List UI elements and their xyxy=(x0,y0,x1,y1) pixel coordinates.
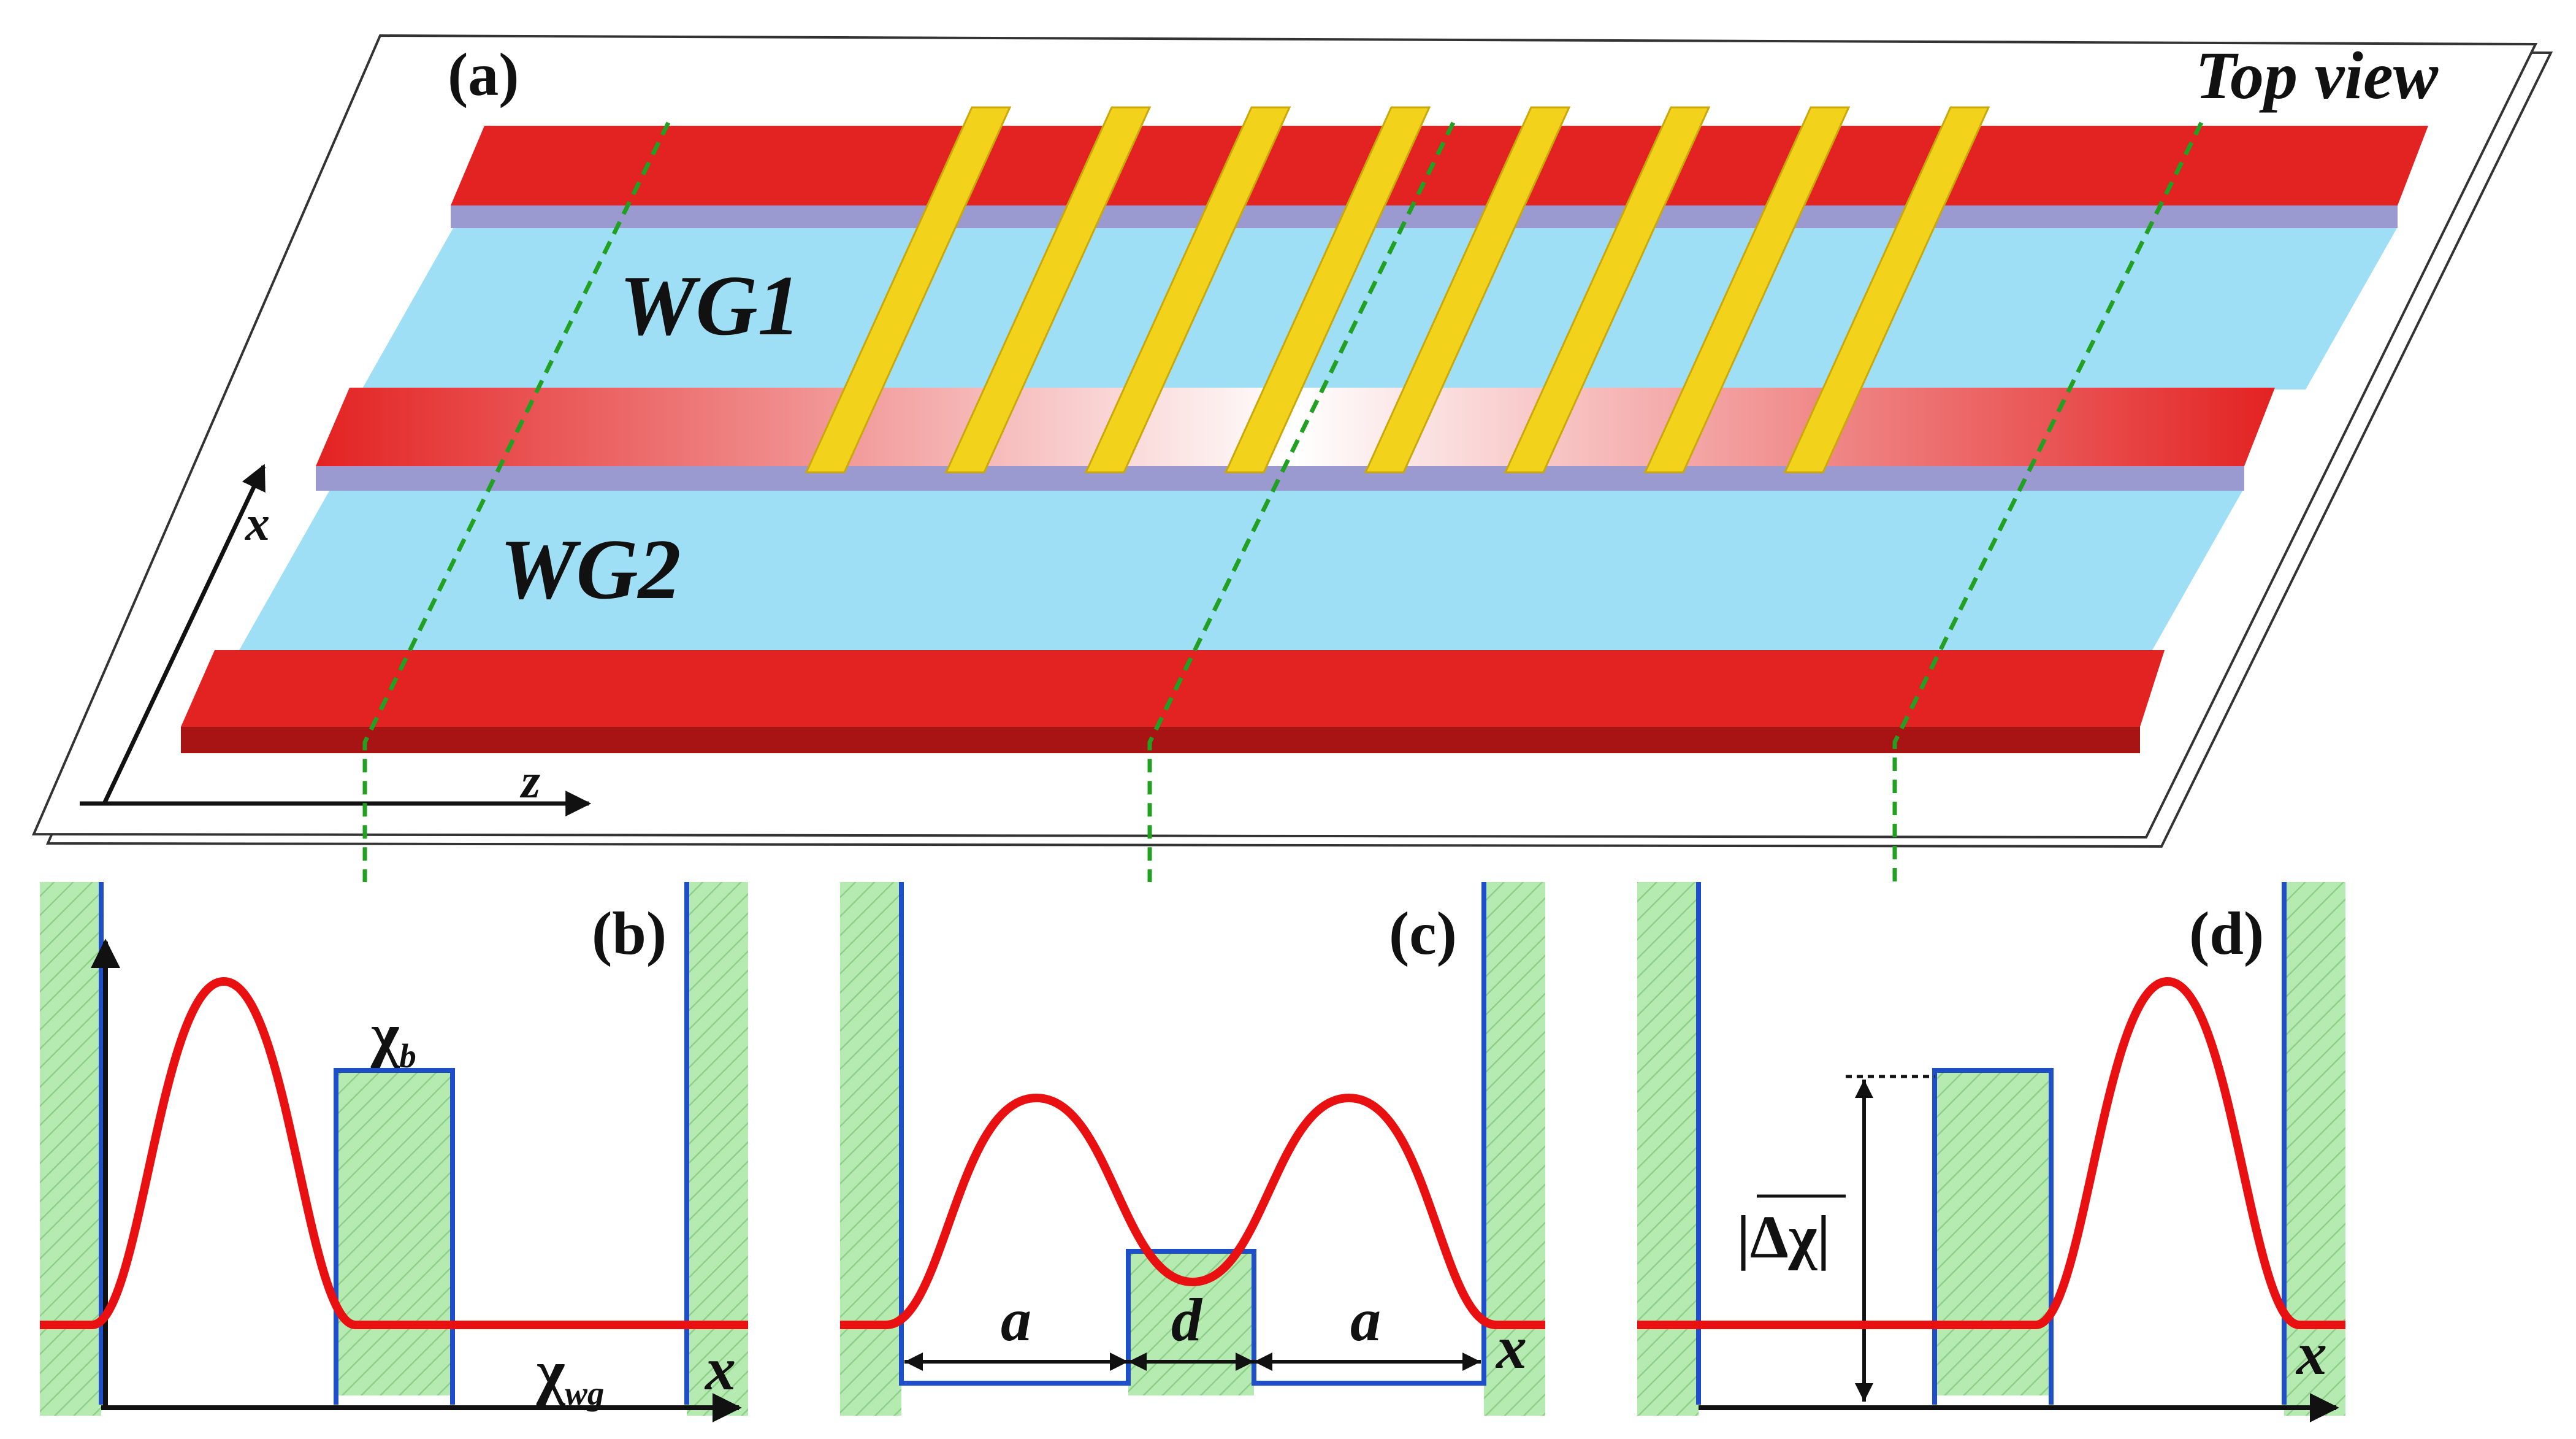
well-outline xyxy=(899,882,1486,1386)
cross-section-guides xyxy=(354,121,2204,927)
electrode-strip xyxy=(944,106,1152,474)
electrode-strip xyxy=(1364,106,1571,474)
electrode-strip xyxy=(1504,106,1711,474)
electrode-strip xyxy=(1084,106,1291,474)
waveguide-2-label: WG2 xyxy=(500,522,681,617)
panel-c-label: (c) xyxy=(1389,899,1457,967)
x-axis-label: x xyxy=(2295,1319,2327,1387)
cladding-middle xyxy=(316,388,2275,491)
cladding-top xyxy=(451,126,2428,228)
view-label: Top view xyxy=(2195,38,2439,113)
mode-profile-curve xyxy=(40,977,748,1329)
barrier-chi-label: χb xyxy=(370,1000,416,1075)
axis-x-label: x xyxy=(245,497,270,551)
waveguide-1-label: WG1 xyxy=(619,258,801,353)
guide-line-c xyxy=(1139,121,1456,927)
cladding-left-hatch xyxy=(40,882,101,1416)
cladding-bottom xyxy=(181,650,2165,753)
gap-hatch xyxy=(1128,1251,1254,1395)
axis-z-label: z xyxy=(519,754,540,808)
mode-profile-curve xyxy=(1637,977,2345,1329)
mode-profile-curve xyxy=(840,1093,1545,1329)
cladding-left-hatch xyxy=(840,882,901,1416)
guide-line-d xyxy=(1884,121,2204,927)
delta-chi-label: |Δχ| xyxy=(1737,1203,1830,1271)
barrier-outline xyxy=(334,1068,455,1405)
panel-a-label: (a) xyxy=(448,40,519,109)
panel-b-profile: (b) χb χwg x xyxy=(40,882,748,1422)
width-a-right-label: a xyxy=(1350,1286,1381,1354)
electrodes xyxy=(805,106,1990,474)
device-top-view: x z (a) Top view WG1 WG2 xyxy=(31,34,2553,927)
electrode-strip xyxy=(805,106,1012,474)
x-axis-label: x xyxy=(704,1335,736,1403)
electrode-strip xyxy=(1224,106,1431,474)
axis-x-arrow xyxy=(102,464,266,805)
electrode-strip xyxy=(1783,106,1990,474)
barrier-outline xyxy=(1932,1068,2054,1405)
electrode-strip xyxy=(1643,106,1851,474)
barrier-hatch xyxy=(1935,1070,2051,1395)
gap-d-label: d xyxy=(1171,1286,1203,1354)
barrier-hatch xyxy=(336,1070,453,1395)
waveguide-chi-label: χwg xyxy=(536,1338,604,1412)
x-axis-label: x xyxy=(1495,1313,1527,1381)
waveguide-2-core xyxy=(239,488,2244,650)
panel-b-label: (b) xyxy=(592,899,667,967)
panel-d-label: (d) xyxy=(2189,899,2264,967)
panel-d-profile: |Δχ| (d) x xyxy=(1637,882,2345,1422)
width-a-left-label: a xyxy=(1001,1286,1031,1354)
guide-line-b xyxy=(354,121,671,927)
panel-c-profile: a d a (c) x xyxy=(840,882,1545,1416)
cladding-left-hatch xyxy=(1637,882,1699,1416)
